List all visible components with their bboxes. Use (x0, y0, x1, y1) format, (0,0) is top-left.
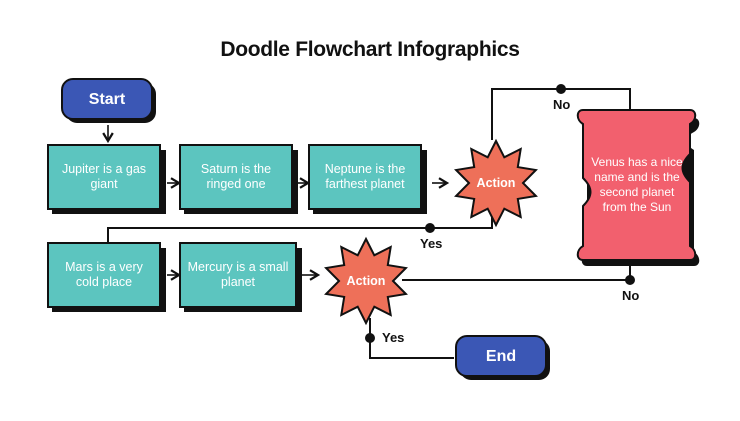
jupiter-node (47, 144, 166, 214)
mercury-label: Mercury is a small planet (187, 260, 289, 289)
dot-no-top (556, 84, 566, 94)
jupiter-label: Jupiter is a gas giant (61, 162, 147, 191)
end-node (455, 335, 550, 380)
no-top-label: No (553, 97, 571, 112)
dot-yes-bottom (365, 333, 375, 343)
action-top-label: Action (476, 175, 516, 190)
action-top-node (454, 138, 538, 228)
saturn-node (179, 144, 298, 214)
dot-no-right (625, 275, 635, 285)
yes-bottom-label: Yes (382, 330, 405, 345)
mars-label: Mars is a very cold place (65, 260, 143, 289)
venus-node (576, 109, 700, 266)
neptune-node (308, 144, 427, 214)
start-label: Start (88, 90, 126, 108)
neptune-label: Neptune is the farthest planet (324, 162, 406, 191)
page-title: Doodle Flowchart Infographics (220, 38, 520, 61)
start-node (61, 78, 156, 123)
venus-label: Venus has a nice name and is the second … (591, 155, 683, 214)
connector-action-bottom-to-end (369, 318, 454, 359)
mercury-node (179, 242, 302, 312)
mars-node (47, 242, 166, 312)
saturn-label: Saturn is the ringed one (200, 162, 272, 191)
dot-yes-mid (425, 223, 435, 233)
action-bottom-label: Action (346, 273, 386, 288)
action-bottom-node (324, 236, 408, 326)
no-right-label: No (622, 288, 640, 303)
end-label: End (485, 347, 517, 365)
yes-mid-label: Yes (420, 236, 443, 251)
junction-dots (365, 84, 635, 343)
